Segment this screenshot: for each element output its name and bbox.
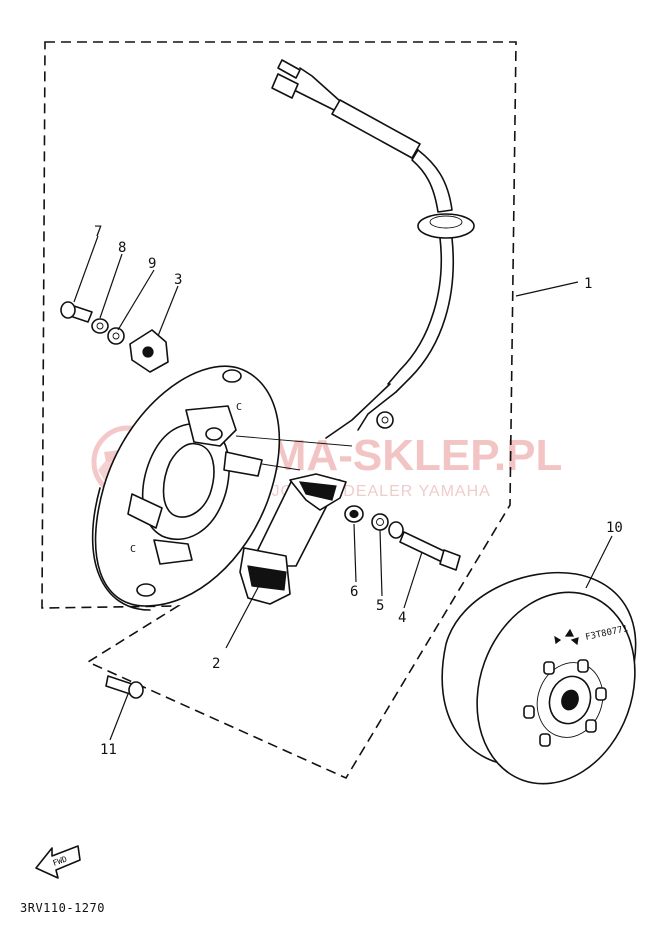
callout-11: 11 [100, 742, 117, 758]
connector-bullet [277, 59, 301, 79]
pickup-coil [185, 405, 237, 447]
wire-sleeve [331, 99, 421, 159]
callout-1: 1 [584, 276, 592, 292]
callout-10: 10 [606, 520, 623, 536]
upper-hardware [60, 301, 169, 373]
callout-3: 3 [174, 272, 182, 288]
plate-hole-bottom [136, 583, 156, 597]
washer-5 [371, 513, 389, 531]
rotor-hole [539, 733, 551, 747]
leader-lines [73, 235, 613, 741]
plate-hole-top [222, 369, 242, 383]
callout-6: 6 [350, 584, 358, 600]
assembly-boundary [41, 41, 517, 780]
callout-5: 5 [376, 598, 384, 614]
wire-harness [271, 59, 475, 439]
washer-8 [91, 318, 109, 334]
coil-hardware [344, 505, 461, 571]
lockwasher-4a [388, 521, 404, 539]
fwd-arrow-icon [35, 845, 81, 879]
callout-labels: 1 2 3 4 5 6 7 8 9 10 11 [94, 224, 623, 758]
lead-clamp [223, 451, 263, 477]
callout-8: 8 [118, 240, 126, 256]
ground-terminal [376, 411, 394, 429]
washer-9 [107, 327, 125, 345]
rotor-hole [523, 705, 535, 719]
stator-base-plate: C C [91, 365, 353, 611]
plate-stamp-c-2: C [130, 544, 136, 555]
rotor-hole [595, 687, 607, 701]
source-coil [239, 473, 347, 605]
plate-tab [153, 539, 193, 565]
tuning-fork-logo-icon [554, 628, 579, 646]
callout-4: 4 [398, 610, 406, 626]
plate-stamp-c-1: C [236, 402, 242, 413]
grommet [417, 213, 475, 239]
rotor-hole [577, 659, 589, 673]
connector-plug [271, 73, 299, 99]
rotor-hole [543, 661, 555, 675]
flywheel-rotor: F3T80771 [441, 571, 637, 785]
callout-9: 9 [148, 256, 156, 272]
callout-2: 2 [212, 656, 220, 672]
watermark-main-text: AMA-SKLEP.PL [238, 431, 562, 480]
bolt-4 [399, 531, 447, 563]
rotor-hole [585, 719, 597, 733]
screw-11 [105, 675, 144, 699]
fwd-arrow: FWD [35, 845, 81, 879]
callout-7: 7 [94, 224, 102, 240]
plate-bracket [127, 493, 163, 529]
wire-bend [411, 149, 453, 213]
reference-code: 3RV110-1270 [20, 901, 105, 915]
